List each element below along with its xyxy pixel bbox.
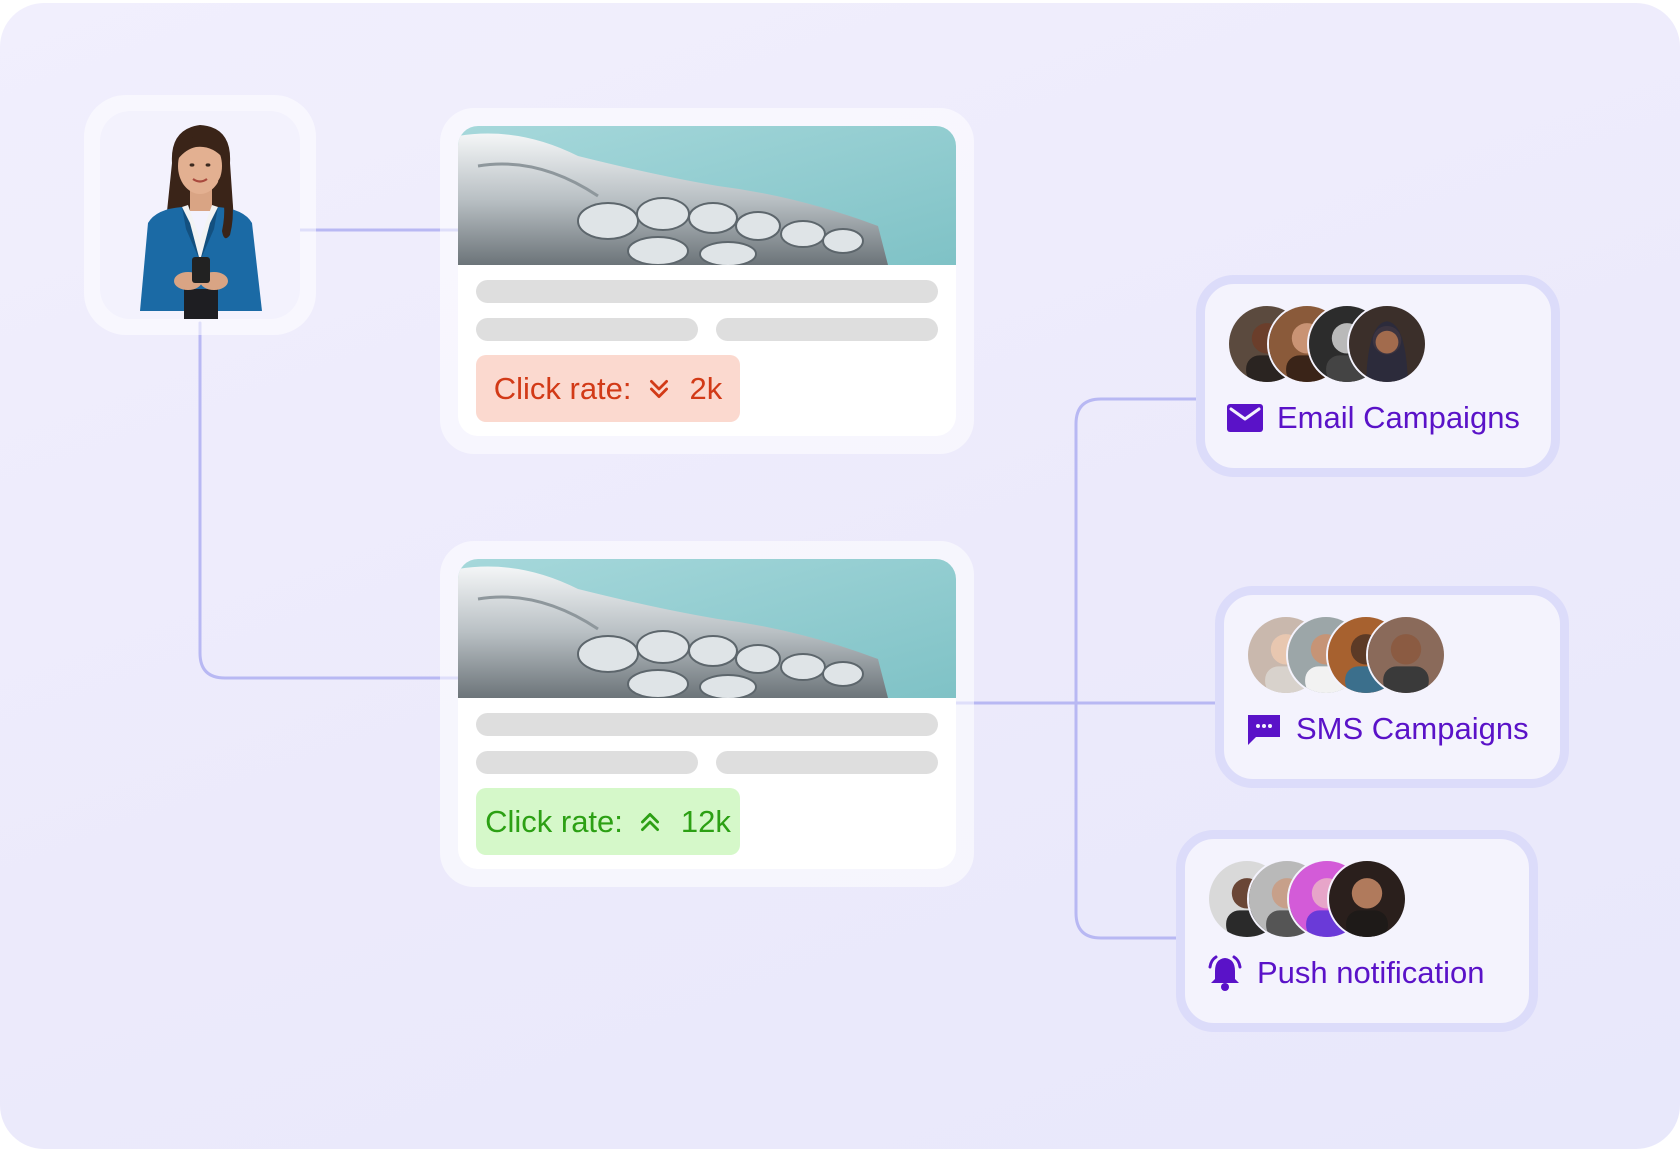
badge-label: Click rate:: [485, 803, 623, 839]
avatar: [1347, 304, 1427, 384]
diagram-canvas: Click rate: 2k: [0, 3, 1680, 1149]
connector-user-to-card2: [198, 321, 466, 680]
robot-hand-image: [458, 559, 956, 698]
content-card-1[interactable]: Click rate: 2k: [440, 108, 974, 454]
user-photo: [100, 111, 300, 319]
sms-campaigns-card[interactable]: SMS Campaigns: [1215, 586, 1569, 788]
badge-value: 12k: [680, 803, 731, 839]
double-chevron-down-icon: [649, 379, 668, 398]
audience-avatars: [1246, 615, 1446, 695]
double-chevron-up-icon: [640, 812, 659, 831]
robot-hand-image: [458, 126, 956, 265]
chat-bubble-icon: [1248, 715, 1280, 745]
click-rate-badge: Click rate: 12k: [476, 788, 740, 855]
bell-icon: [1208, 955, 1242, 991]
channel-label-text: SMS Campaigns: [1296, 711, 1529, 746]
skeleton-line: [476, 318, 698, 341]
channel-label-text: Push notification: [1257, 955, 1485, 990]
click-rate-badge: Click rate: 2k: [476, 355, 740, 422]
content-card-1-body: Click rate: 2k: [458, 126, 956, 436]
envelope-icon: [1227, 404, 1263, 432]
badge-label: Click rate:: [493, 370, 632, 406]
skeleton-line: [476, 751, 698, 774]
sms-campaigns-label: SMS Campaigns: [1244, 709, 1529, 749]
badge-value: 2k: [689, 370, 723, 406]
audience-avatars: [1207, 859, 1407, 939]
email-campaigns-label: Email Campaigns: [1225, 398, 1520, 438]
avatar: [1366, 615, 1446, 695]
skeleton-line: [716, 751, 938, 774]
skeleton-line: [716, 318, 938, 341]
content-card-2-body: Click rate: 12k: [458, 559, 956, 869]
content-card-2[interactable]: Click rate: 12k: [440, 541, 974, 887]
audience-avatars: [1227, 304, 1427, 384]
channel-label-text: Email Campaigns: [1277, 400, 1520, 435]
email-campaigns-card[interactable]: Email Campaigns: [1196, 275, 1560, 477]
connector-trunk-to-email: [1074, 397, 1202, 940]
woman-with-phone-illustration: [140, 125, 262, 319]
push-notification-label: Push notification: [1205, 953, 1484, 993]
skeleton-line: [476, 713, 938, 736]
push-notification-card[interactable]: Push notification: [1176, 830, 1538, 1032]
skeleton-line: [476, 280, 938, 303]
user-card: [84, 95, 316, 335]
avatar: [1327, 859, 1407, 939]
